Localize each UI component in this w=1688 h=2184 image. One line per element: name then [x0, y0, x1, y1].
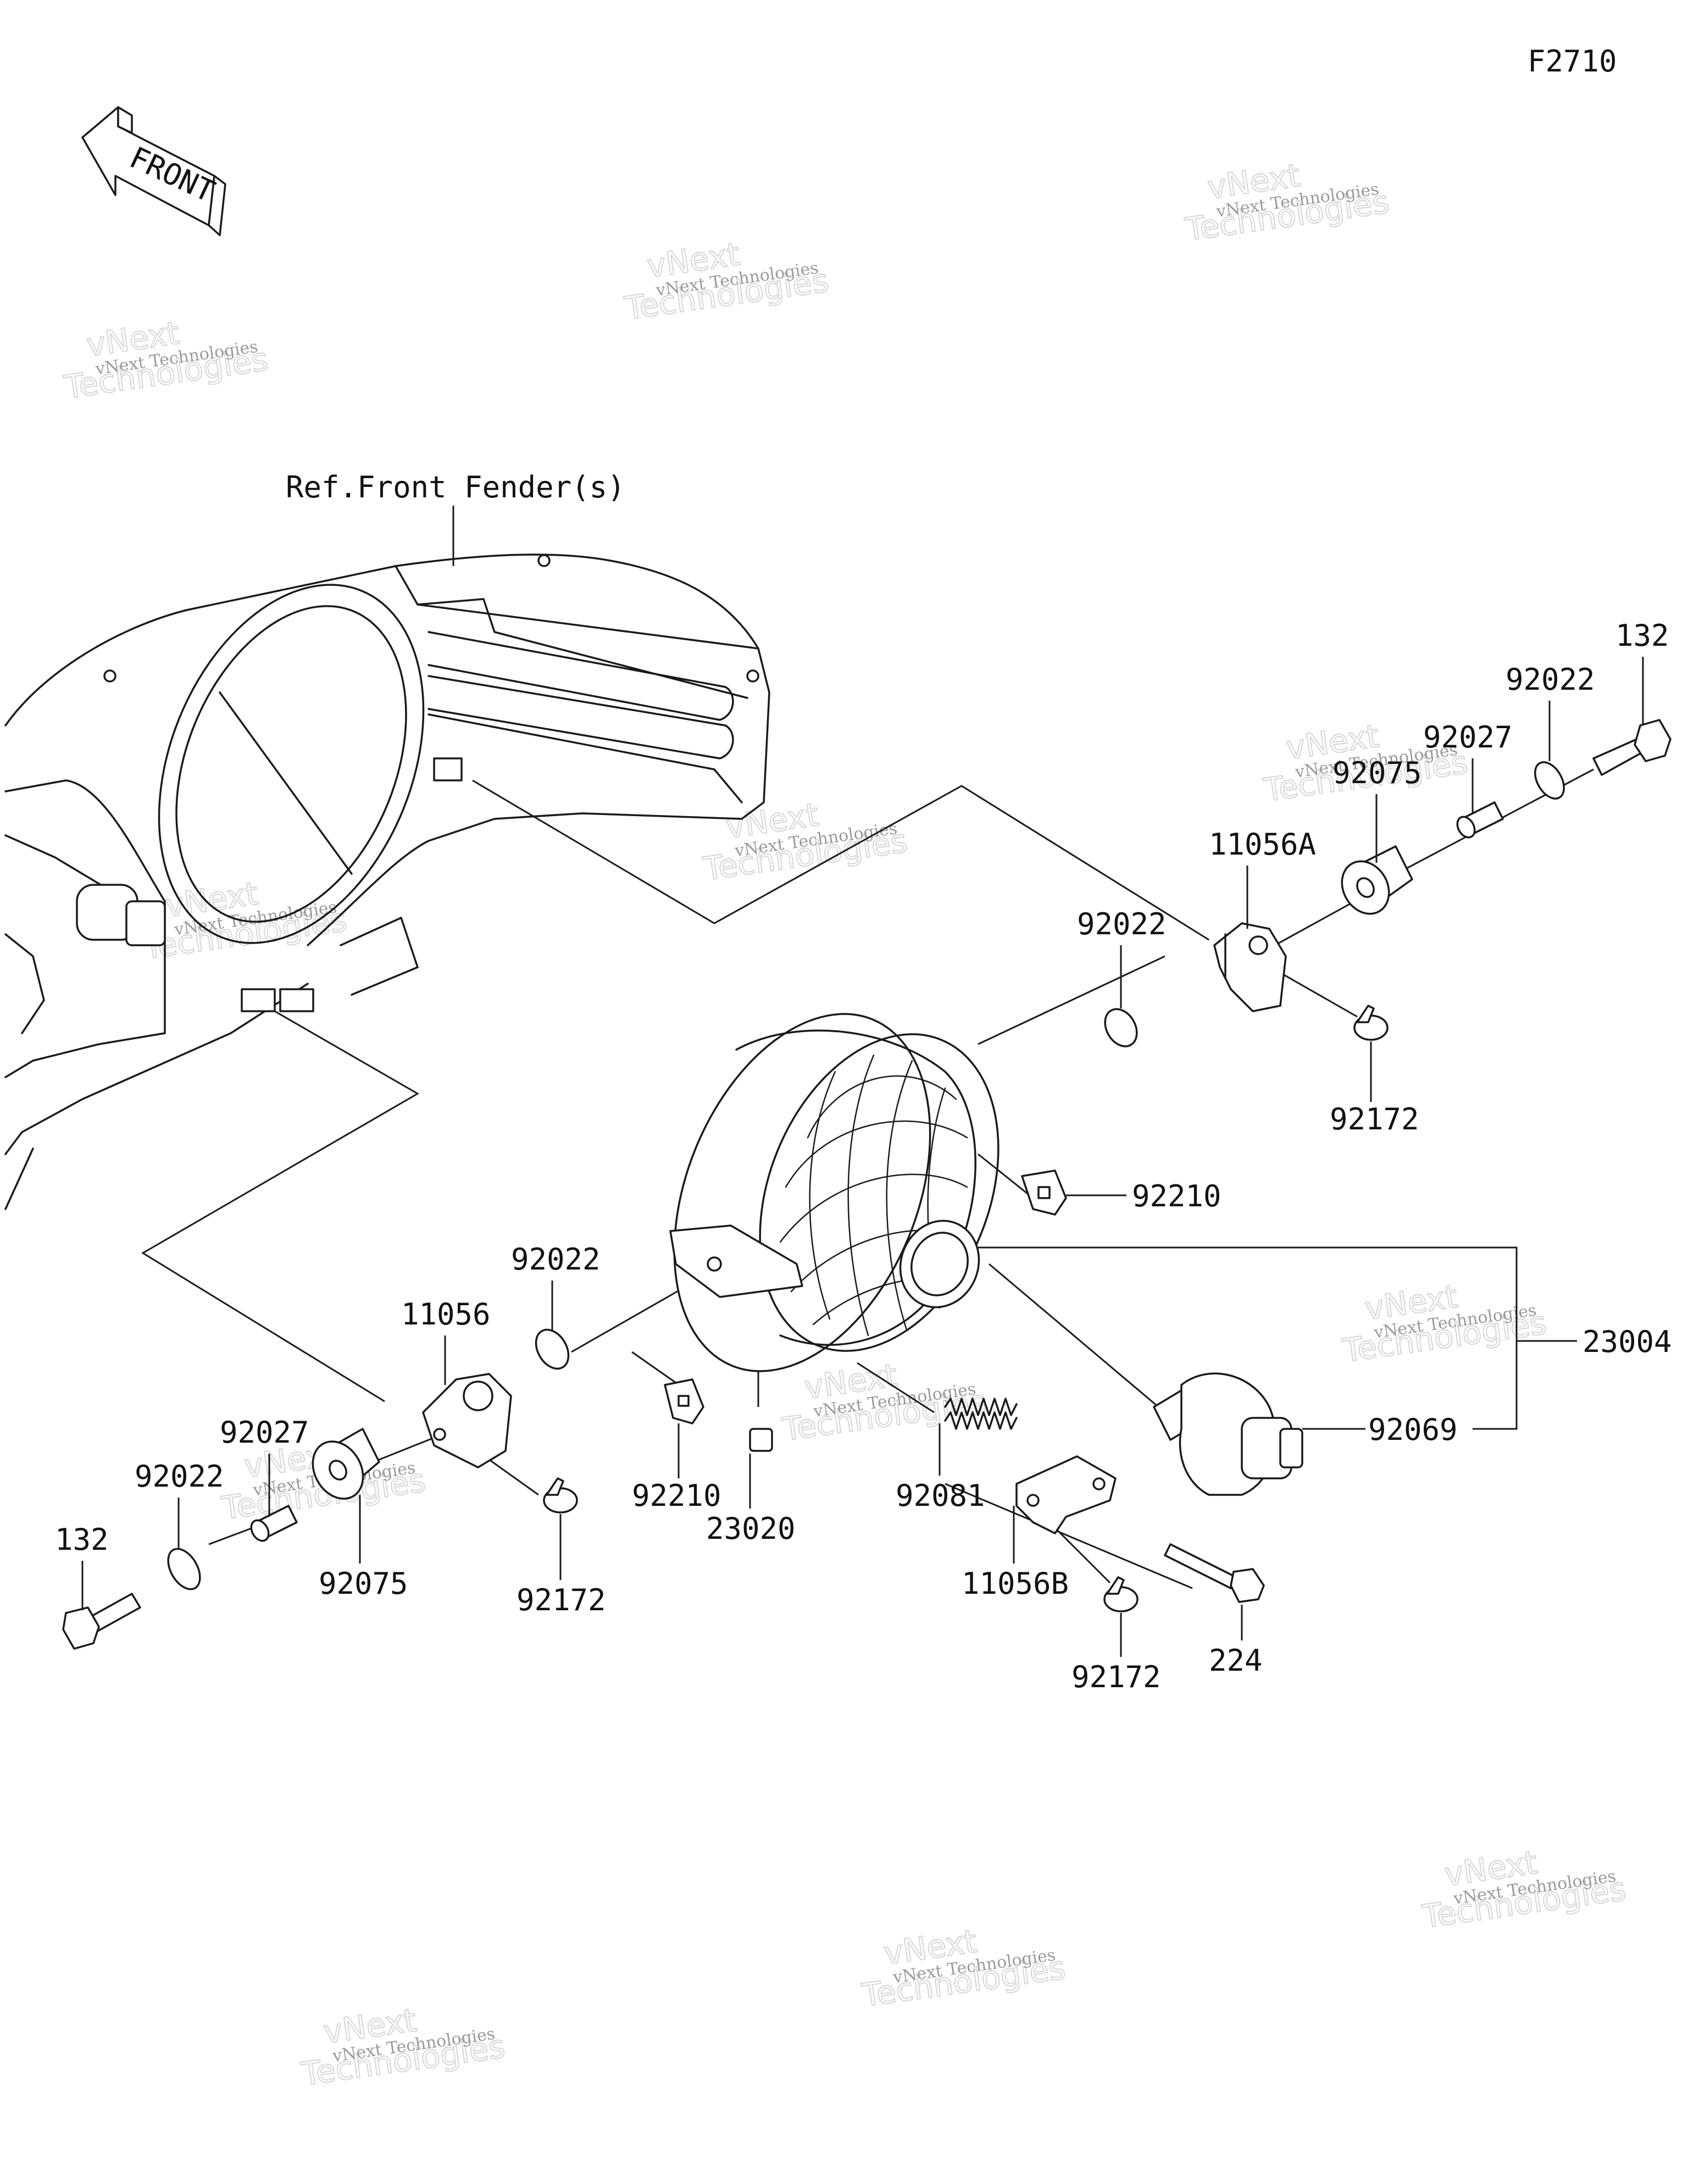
part-label-92172-left: 92172 [517, 1583, 606, 1617]
nut-23020 [749, 1428, 773, 1452]
bracket-11056A [1213, 922, 1287, 1012]
part-label-132-right: 132 [1615, 618, 1669, 653]
part-label-224: 224 [1209, 1643, 1263, 1678]
washer-92022-right-mid [1104, 1008, 1138, 1047]
bulb-92069 [1153, 1372, 1303, 1496]
washer-92022-left [535, 1328, 570, 1370]
screw-92172-left [543, 1477, 578, 1514]
watermark: vNext Technologies vNext Technologies [621, 235, 831, 328]
front-fender [4, 553, 770, 1210]
watermark: vNext Technologies vNext Technologies [1261, 717, 1470, 810]
washer-92022-left-low [167, 1548, 201, 1590]
part-label-92022-left-low: 92022 [135, 1459, 224, 1494]
part-label-92075-right: 92075 [1332, 756, 1422, 790]
headlight-unit [669, 1013, 1000, 1372]
collar-92027-right [1456, 801, 1504, 839]
part-label-92027-left: 92027 [220, 1415, 309, 1450]
washer-92022-right-top [1534, 761, 1565, 800]
front-arrow-icon: FRONT [81, 106, 226, 236]
part-label-92172-bottom: 92172 [1071, 1660, 1161, 1694]
part-label-132-left: 132 [55, 1522, 109, 1557]
part-label-92172-right: 92172 [1330, 1102, 1419, 1137]
watermark: vNext Technologies vNext Technologies [1182, 156, 1391, 249]
screw-92172-right [1353, 1005, 1389, 1041]
watermark: vNext Technologies vNext Technologies [298, 2000, 508, 2093]
bolt-132-right [1592, 719, 1672, 776]
part-label-23004: 23004 [1582, 1324, 1672, 1359]
clip-92210-left [664, 1378, 704, 1424]
ref-front-fender-label: Ref.Front Fender(s) [286, 470, 625, 505]
bolt-132-left [62, 1593, 141, 1650]
watermark: vNext Technologies vNext Technologies [140, 874, 349, 967]
bolt-224 [1164, 1543, 1265, 1603]
part-label-11056: 11056 [401, 1297, 491, 1332]
part-label-92022-right-mid: 92022 [1077, 907, 1167, 941]
watermark: vNext Technologies vNext Technologies [701, 795, 910, 888]
part-label-92022-left: 92022 [511, 1242, 601, 1277]
diagram-code: F2710 [1528, 44, 1617, 79]
part-label-92027-right: 92027 [1423, 720, 1513, 755]
grommet-92075-left [312, 1428, 380, 1500]
grommet-92075-right [1341, 845, 1413, 915]
part-labels: 132 92022 92027 92075 11056A 92022 92172… [55, 618, 1672, 1694]
watermark: vNext Technologies vNext Technologies [1419, 1843, 1629, 1936]
bracket-11056B [1015, 1455, 1117, 1534]
spring-92081 [944, 1398, 1018, 1430]
part-label-11056A: 11056A [1209, 827, 1316, 862]
part-label-11056B: 11056B [962, 1566, 1069, 1601]
part-label-92022-right-top: 92022 [1506, 662, 1595, 697]
screw-92172-bottom [1103, 1576, 1139, 1612]
watermark: vNext Technologies vNext Technologies [859, 1922, 1068, 2015]
part-label-92075-left: 92075 [319, 1566, 408, 1601]
clip-92210-right [1021, 1169, 1067, 1216]
part-label-92069: 92069 [1368, 1412, 1458, 1447]
bracket-11056 [422, 1373, 512, 1468]
collar-92027-left [250, 1505, 298, 1542]
watermark: vNext Technologies vNext Technologies [61, 313, 270, 406]
part-label-23020: 23020 [706, 1511, 796, 1546]
part-label-92210-left: 92210 [632, 1478, 721, 1513]
part-label-92210-right: 92210 [1132, 1179, 1221, 1213]
part-label-92081: 92081 [896, 1478, 985, 1513]
